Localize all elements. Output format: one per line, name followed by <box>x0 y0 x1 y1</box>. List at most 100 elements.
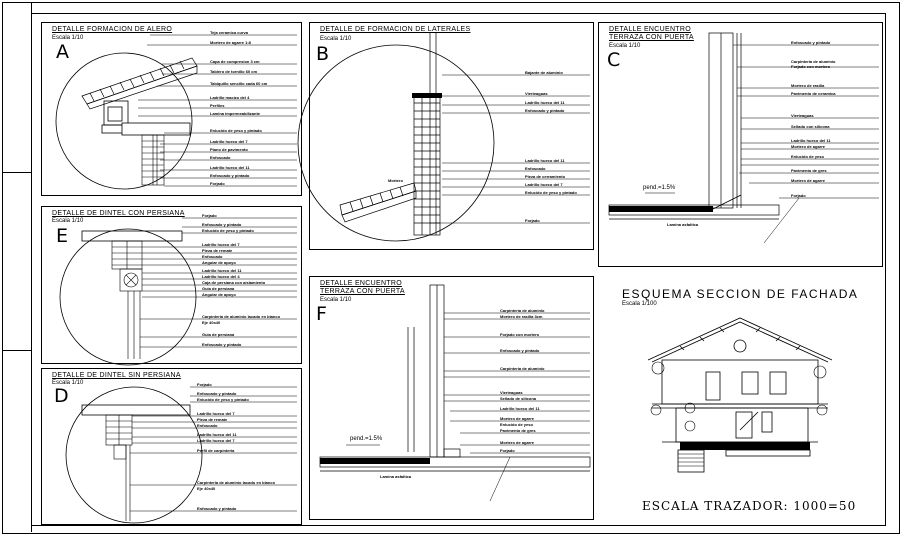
detail-c-label: Enlucido de yeso <box>791 154 824 159</box>
detail-e-label: Angular de apoyo <box>202 292 236 297</box>
detail-c-label: Mortero de rasilla <box>791 83 825 88</box>
detail-a-label: Mortero de agarre 1:8 <box>210 40 251 45</box>
detail-c-pend: pend.=1.5% <box>643 185 676 191</box>
detail-e-label: Guia de persiana <box>202 286 235 291</box>
detail-d-label: Enlucido de yeso y pintado <box>197 397 249 402</box>
title-block-strip <box>2 2 32 532</box>
detail-f-bottom-label: Lamina asfaltica <box>380 474 412 479</box>
detail-e-label: Guia de persiana <box>202 332 235 337</box>
detail-a-label: Perfiles <box>210 103 225 108</box>
detail-b-letter: B <box>316 43 330 65</box>
detail-a-letter: A <box>56 41 69 63</box>
detail-c-label: Ladrillo hueco del 11 <box>791 138 831 143</box>
detail-e-label: Forjado <box>202 213 217 218</box>
detail-e-letter: E <box>56 225 69 247</box>
detail-f-title: DETALLE ENCUENTRO TERRAZA CON PUERTA <box>320 280 405 295</box>
detail-f-label: Mortero de rasilla 3cm <box>500 314 543 319</box>
detail-c-label: Pavimento de gres <box>791 168 827 173</box>
esquema-title: ESQUEMA SECCION DE FACHADA <box>622 287 859 301</box>
esquema-scale: Escala 1/100 <box>622 301 657 307</box>
detail-c-label: Vierteaguas <box>791 113 814 118</box>
detail-d-title: DETALLE DE DINTEL SIN PERSIANA <box>52 372 181 379</box>
detail-d-label: Forjado <box>197 382 212 387</box>
detail-f-label: Enlucido de yeso <box>500 422 533 427</box>
detail-b-label: Ladrillo hueco del 11 <box>525 158 565 163</box>
detail-d-label: Ladrillo hueco del 7 <box>197 438 235 443</box>
detail-f-label: Sellado de silicona <box>500 396 537 401</box>
detail-d-label: Enfoscado y pintado <box>197 391 237 396</box>
outer-frame <box>2 2 900 534</box>
detail-e-label: Pieza de remate <box>202 248 233 253</box>
detail-b-panel: DETALLE DE FORMACION DE LATERALES Escala… <box>297 22 594 250</box>
detail-e-scale: Escala 1/10 <box>52 218 84 224</box>
detail-c-label: Mortero de agarre <box>791 144 826 149</box>
detail-c-label: Sellado con silicona <box>791 124 830 129</box>
detail-a-label: Enlucido de yeso y pintado <box>210 128 262 133</box>
detail-c-bottom-label: Lamina asfaltica <box>667 222 699 227</box>
detail-e-label: Eje 40x40 <box>202 320 221 325</box>
detail-b-label: Enfoscado <box>525 166 546 171</box>
detail-a-label: Ladrillo macizo del 4 <box>210 95 250 100</box>
detail-c-label: Enfoscado y pintado <box>791 40 831 45</box>
detail-b-label: Ladrillo hueco del 11 <box>525 100 565 105</box>
detail-f-label: Forjado con mortero <box>500 332 540 337</box>
detail-d-panel: DETALLE DE DINTEL SIN PERSIANA Escala 1/… <box>41 368 302 525</box>
detail-d-label: Enfoscado <box>197 423 218 428</box>
detail-d-label: Ladrillo hueco del 7 <box>197 411 235 416</box>
detail-b-label: Pieza de cerramiento <box>525 174 566 179</box>
detail-b-inner-label: Mortero <box>388 178 403 183</box>
detail-a-label: Tablero de tornillo 60 cm <box>210 69 258 74</box>
detail-c-label: Carpinteria de aluminio <box>791 59 836 64</box>
detail-c-panel: DETALLE ENCUENTRO TERRAZA CON PUERTA Esc… <box>598 22 883 267</box>
detail-c-label: Pavimento de ceramica <box>791 91 836 96</box>
detail-e-label: Enfoscado <box>202 254 223 259</box>
detail-b-drawing <box>297 33 590 242</box>
detail-d-scale: Escala 1/10 <box>52 380 84 386</box>
detail-a-label: Ladrillo hueco del 7 <box>210 139 248 144</box>
detail-f-label: Carpinteria de aluminio <box>500 366 545 371</box>
detail-a-label: Plano de pavimento <box>210 147 248 152</box>
detail-a-label: Tabiquillo sencillo cada 60 cm <box>210 81 268 86</box>
detail-e-label: Carpinteria de aluminio lacado en blanco <box>202 314 281 319</box>
detail-c-scale: Escala 1/10 <box>609 43 641 49</box>
detail-d-label: Enfoscado y pintado <box>197 506 237 511</box>
detail-f-label: Enfoscado y pintado <box>500 348 540 353</box>
detail-f-letter: F <box>316 303 327 325</box>
detail-b-label: Forjado <box>525 218 540 223</box>
detail-d-label: Pieza de remate <box>197 417 228 422</box>
detail-f-label: Ladrillo hueco del 11 <box>500 406 540 411</box>
detail-d-label: Ladrillo hueco del 11 <box>197 432 237 437</box>
detail-e-label: Enfoscado y pintado <box>202 342 242 347</box>
detail-e-label: Ladrillo hueco del 7 <box>202 242 240 247</box>
detail-c-letter: C <box>607 49 621 71</box>
detail-e-label: Ladrillo hueco del 4 <box>202 274 240 279</box>
detail-f-label: Pavimento de gres <box>500 428 536 433</box>
detail-e-drawing <box>59 217 297 366</box>
detail-e-label: Angular de apoyo <box>202 260 236 265</box>
detail-a-label: Forjado <box>210 181 225 186</box>
detail-e-label: Caja de persiana con aislamiento <box>202 280 266 285</box>
detail-a-scale: Escala 1/10 <box>52 35 84 41</box>
detail-f-label: Mortero de agarre <box>500 416 535 421</box>
detail-f-label: Vierteaguas <box>500 390 523 395</box>
detail-a-panel: DETALLE FORMACION DE ALERO Escala 1/10 A <box>41 22 302 196</box>
detail-c-drawing <box>608 32 879 244</box>
detail-c-title: DETALLE ENCUENTRO TERRAZA CON PUERTA <box>609 26 694 41</box>
detail-b-label: Enlucido de yeso y pintado <box>525 190 577 195</box>
detail-a-title: DETALLE FORMACION DE ALERO <box>52 26 173 33</box>
detail-c-label: Forjado con mortero <box>791 64 831 69</box>
detail-d-label: Eje 40x40 <box>197 486 216 491</box>
detail-e-label: Enlucido de yeso y pintado <box>202 228 254 233</box>
detail-d-drawing <box>65 386 297 524</box>
detail-d-label: Carpinteria de aluminio lacado en blanco <box>197 480 276 485</box>
detail-c-label: Mortero de agarre <box>791 178 826 183</box>
detail-e-title: DETALLE DE DINTEL CON PERSIANA <box>52 210 185 217</box>
detail-b-label: Vierteaguas <box>525 91 548 96</box>
detail-f-label: Mortero de agarre <box>500 440 535 445</box>
detail-b-scale: Escala 1/10 <box>320 36 352 42</box>
detail-f-label: Forjado <box>500 448 515 453</box>
detail-d-label: Perfil de carpinteria <box>197 448 235 453</box>
detail-e-label: Ladrillo hueco del 11 <box>202 268 242 273</box>
escala-trazador: ESCALA TRAZADOR: 1000=50 <box>642 499 857 513</box>
